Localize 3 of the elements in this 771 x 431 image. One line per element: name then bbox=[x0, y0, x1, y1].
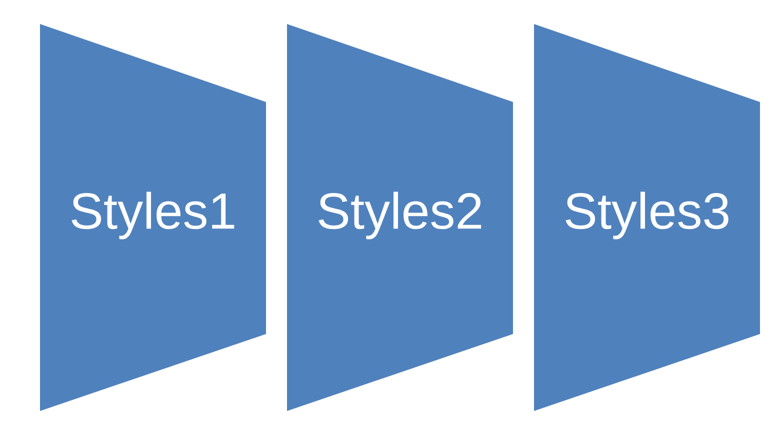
trapezoid-block: Styles2 bbox=[287, 24, 513, 411]
trapezoid-block: Styles3 bbox=[534, 24, 760, 411]
trapezoid-block: Styles1 bbox=[40, 24, 266, 411]
